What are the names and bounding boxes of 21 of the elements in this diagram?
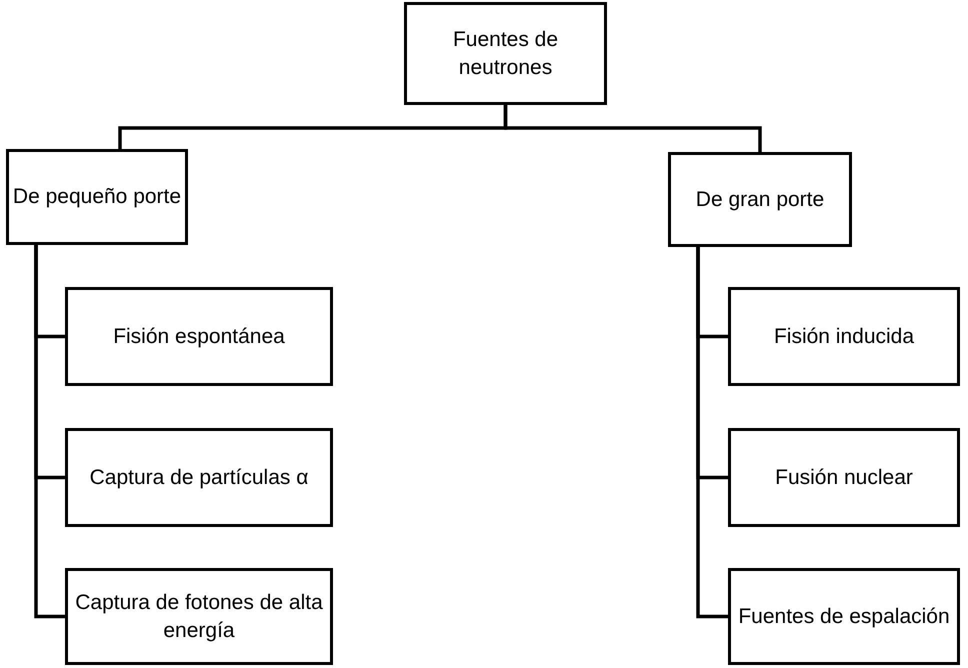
category-box (6, 149, 188, 245)
category-box (728, 287, 960, 386)
category-box (728, 568, 960, 665)
category-box (65, 568, 333, 665)
category-box (65, 287, 333, 386)
node-label: Fuentes de espalación (737, 604, 951, 630)
node-label: Fisión inducida (772, 324, 916, 350)
node-label: Fisión espontánea (112, 324, 286, 350)
node-label: Fusión nuclear (774, 464, 914, 491)
node-label: Captura de partículas α (88, 464, 310, 491)
category-box (65, 428, 333, 527)
root-box (404, 2, 607, 105)
node-label: Captura de fotones de alta energía (74, 590, 324, 644)
connector-line (34, 245, 65, 618)
connector-line (696, 247, 728, 618)
category-box (668, 152, 852, 247)
node-label: De pequeño porte (12, 184, 182, 210)
node-label: De gran porte (694, 186, 826, 213)
connector-line (504, 105, 762, 152)
node-label: Fuentes de neutrones (452, 27, 560, 80)
category-box (728, 428, 960, 527)
